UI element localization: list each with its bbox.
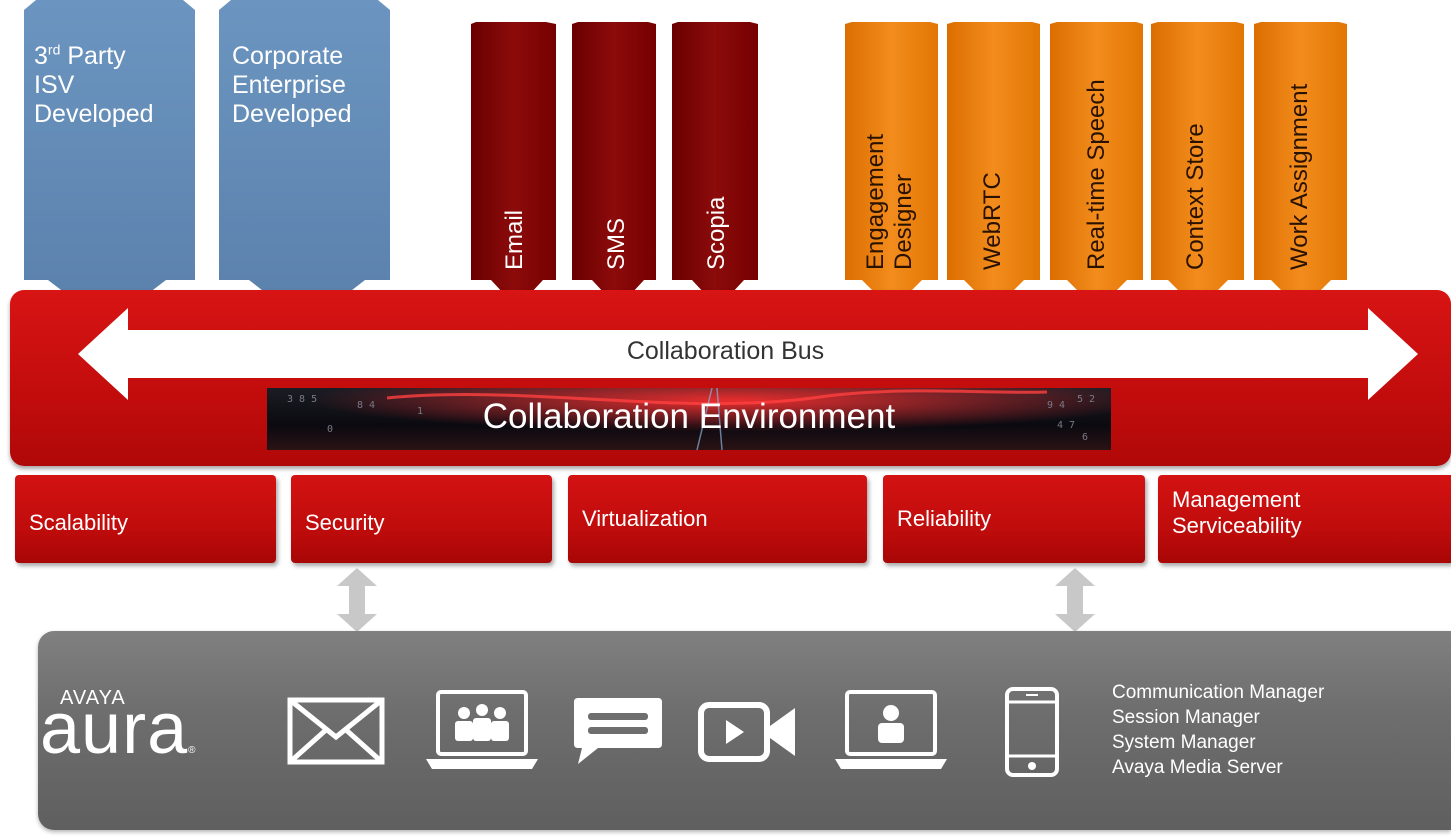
system-communication-manager: Communication Manager: [1112, 682, 1325, 703]
channel-label-scopia: Scopia: [703, 196, 730, 270]
user-laptop-icon: [835, 690, 947, 769]
channel-arrows-shapes: [471, 22, 758, 308]
pillar-scalability-label: Scalability: [29, 510, 129, 535]
channel-label-email: Email: [501, 209, 528, 270]
pillar-security-label: Security: [305, 510, 385, 535]
email-arrow: [471, 22, 556, 308]
pillar-virtualization: Virtualization: [568, 475, 867, 563]
pillar-management-label: Management Serviceability: [1172, 487, 1302, 538]
corporate-arrow-shape: [219, 0, 390, 325]
smartphone-icon: [1005, 687, 1059, 777]
envelope-icon: [287, 697, 385, 765]
snapin-label-realtime-speech: Real-time Speech: [1083, 79, 1110, 270]
svg-text:8 4: 8 4: [357, 400, 375, 411]
svg-text:5 2: 5 2: [1077, 394, 1095, 405]
video-camera-icon: [698, 702, 795, 762]
svg-text:0: 0: [327, 424, 333, 435]
avaya-aura-platform: [38, 631, 1451, 830]
chat-bubble-icon: [574, 698, 662, 764]
third-party-label: 3rd Party ISV Developed: [34, 41, 154, 128]
third-party-arrow-shape: [24, 0, 195, 325]
system-avaya-media-server: Avaya Media Server: [1112, 757, 1283, 778]
pillar-virtualization-label: Virtualization: [582, 506, 708, 531]
work-assignment-arrow: [1254, 22, 1347, 310]
conference-laptop-icon: [426, 690, 538, 769]
aura-logo-text: aura®: [40, 689, 197, 769]
security-connector-arrow: [337, 568, 377, 632]
realtime-speech-arrow: [1050, 22, 1143, 310]
sms-arrow: [572, 22, 656, 308]
pillar-scalability: Scalability: [15, 475, 276, 563]
svg-text:4 7: 4 7: [1057, 420, 1075, 431]
pillar-reliability-label: Reliability: [897, 506, 992, 531]
collaboration-environment-label: Collaboration Environment: [482, 397, 896, 436]
svg-text:6: 6: [1082, 432, 1088, 443]
webrtc-arrow: [947, 22, 1040, 310]
svg-text:3 8 5: 3 8 5: [287, 394, 317, 405]
pillar-management-serviceability: Management Serviceability: [1158, 475, 1451, 563]
avaya-logo-text: AVAYA: [60, 687, 126, 709]
collaboration-bus-label: Collaboration Bus: [626, 337, 825, 365]
snapin-arrows-shapes: [845, 22, 1347, 310]
system-session-manager: Session Manager: [1112, 707, 1260, 728]
system-system-manager: System Manager: [1112, 732, 1256, 753]
aura-systems-list: Communication Manager Session Manager Sy…: [1112, 680, 1324, 780]
snapin-label-context-store: Context Store: [1182, 123, 1209, 270]
pillar-reliability: Reliability: [883, 475, 1145, 563]
context-store-arrow: [1151, 22, 1244, 310]
corporate-label: Corporate Enterprise Developed: [232, 42, 352, 128]
svg-text:1: 1: [417, 406, 423, 417]
snapin-label-webrtc: WebRTC: [979, 172, 1006, 270]
scopia-arrow: [672, 22, 758, 308]
svg-text:9 4: 9 4: [1047, 400, 1065, 411]
digital-stream-graphic: 3 8 5 8 4 0 1 9 4 5 2 4 7 6: [267, 388, 1111, 450]
engagement-designer-arrow: [845, 22, 938, 310]
channel-label-sms: SMS: [603, 217, 630, 270]
reliability-connector-arrow: [1055, 568, 1095, 632]
pillar-security: Security: [291, 475, 552, 563]
snapin-label-work-assignment: Work Assignment: [1286, 83, 1313, 270]
collaboration-environment-banner: 3 8 5 8 4 0 1 9 4 5 2 4 7 6 Collaboration En…: [267, 388, 1111, 450]
bus-double-arrow: [78, 308, 1418, 400]
